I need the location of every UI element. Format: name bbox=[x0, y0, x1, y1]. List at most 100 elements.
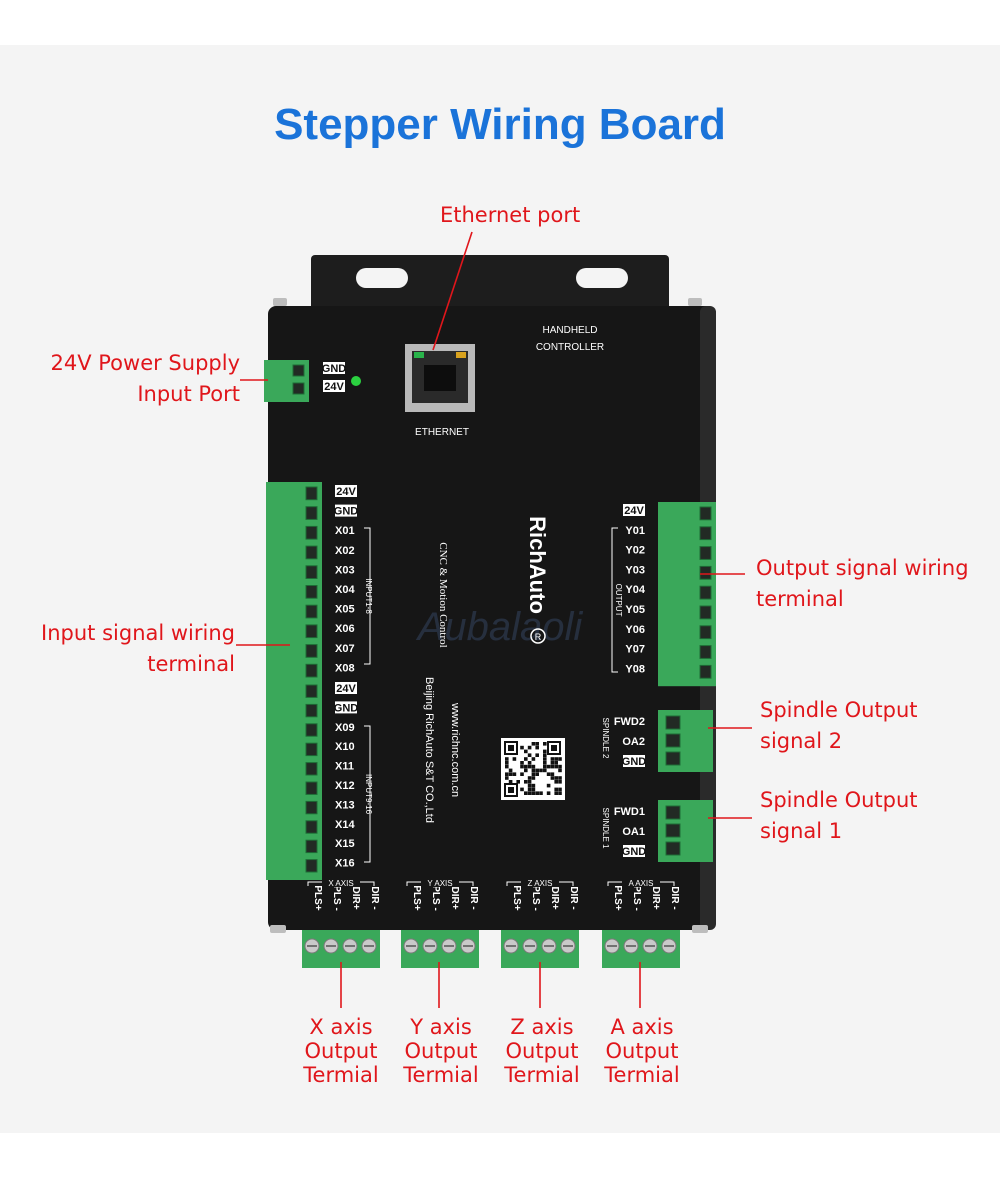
input1-terminal-slot[interactable] bbox=[305, 663, 318, 678]
input2-pin-x11: X11 bbox=[335, 761, 354, 773]
input2-group-label: INPUT9-16 bbox=[364, 774, 373, 815]
callout-axis-x: X axis Output Termial bbox=[291, 1015, 391, 1087]
input2-terminal-slot[interactable] bbox=[305, 859, 318, 873]
axis-z-pin-label: PLS - bbox=[530, 885, 541, 911]
output-terminal-slot[interactable] bbox=[699, 546, 712, 560]
power-terminal-slot[interactable] bbox=[292, 382, 305, 395]
input2-terminal-slot[interactable] bbox=[305, 820, 318, 834]
output-terminal-slot[interactable] bbox=[699, 625, 712, 640]
axis-y-pin-label: DIR+ bbox=[449, 886, 460, 909]
axis-z-pin-label: PLS+ bbox=[511, 885, 522, 910]
input1-terminal-slot[interactable] bbox=[305, 624, 318, 639]
spindle1-pin-gnd-box bbox=[623, 845, 645, 857]
spindle1-terminal-slot[interactable] bbox=[665, 841, 681, 856]
spindle1-terminal-slot[interactable] bbox=[665, 805, 681, 820]
input2-pin-24v: 24V bbox=[336, 683, 356, 695]
callout-axis-y-line2: Output bbox=[404, 1039, 478, 1063]
callout-axis-z: Z axis Output Termial bbox=[492, 1015, 592, 1087]
ethernet-label: ETHERNET bbox=[415, 427, 469, 438]
input1-terminal-slot[interactable] bbox=[305, 486, 318, 501]
output-pin-y02: Y02 bbox=[625, 545, 645, 557]
power-terminal-slot[interactable] bbox=[292, 364, 305, 377]
axis-z-pin-label: DIR - bbox=[568, 886, 579, 909]
callout-output: Output signal wiring terminal bbox=[756, 553, 996, 615]
spindle2-terminal-slot[interactable] bbox=[665, 733, 681, 748]
callout-input: Input signal wiring terminal bbox=[10, 618, 235, 680]
axis-a-pin-label: PLS - bbox=[631, 885, 642, 911]
axis-y-pin-label: PLS - bbox=[430, 885, 441, 911]
input1-terminal-slot[interactable] bbox=[305, 585, 318, 599]
input2-terminal-slot[interactable] bbox=[305, 839, 318, 854]
output-terminal-slot[interactable] bbox=[699, 664, 712, 679]
callout-spindle2-line2: signal 2 bbox=[760, 729, 843, 753]
input1-terminal-slot[interactable] bbox=[305, 525, 318, 540]
output-terminal-slot[interactable] bbox=[699, 565, 712, 580]
mounting-plate bbox=[311, 255, 669, 315]
spindle2-terminal-slot[interactable] bbox=[665, 715, 681, 730]
input1-pin-x07: X07 bbox=[335, 643, 355, 655]
output-terminal-slot[interactable] bbox=[699, 585, 712, 600]
output-pin-24v: 24V bbox=[624, 505, 644, 517]
callout-axis-x-line3: Termial bbox=[303, 1063, 379, 1087]
input2-terminal-slot[interactable] bbox=[305, 703, 318, 718]
callout-axis-y: Y axis Output Termial bbox=[391, 1015, 491, 1087]
axis-y-name-bg bbox=[421, 877, 459, 887]
spindle2-pin-gnd-box bbox=[623, 755, 645, 767]
callout-power: 24V Power Supply Input Port bbox=[20, 348, 241, 410]
input1-pin-24v-box bbox=[335, 485, 357, 497]
callout-axis-y-line3: Termial bbox=[403, 1063, 479, 1087]
spindle1-pin-oa1: OA1 bbox=[622, 826, 645, 838]
spindle2-terminal-slot[interactable] bbox=[665, 751, 681, 766]
callout-power-line2: Input Port bbox=[137, 382, 240, 406]
input2-terminal-slot[interactable] bbox=[305, 800, 318, 815]
axis-a-pin-label: DIR - bbox=[669, 886, 680, 909]
input1-terminal-slot[interactable] bbox=[305, 506, 318, 520]
input1-pin-x01: X01 bbox=[335, 525, 355, 537]
callout-axis-z-line3: Termial bbox=[504, 1063, 580, 1087]
input2-terminal-slot[interactable] bbox=[305, 742, 318, 757]
input1-pin-x03: X03 bbox=[335, 564, 355, 576]
power-led bbox=[351, 376, 361, 386]
output-terminal-slot[interactable] bbox=[699, 526, 712, 541]
output-terminal-slot[interactable] bbox=[699, 506, 712, 521]
input1-terminal-slot[interactable] bbox=[305, 565, 318, 579]
input1-terminal-slot[interactable] bbox=[305, 644, 318, 658]
board-body bbox=[268, 306, 714, 930]
input1-terminal-slot[interactable] bbox=[305, 545, 318, 560]
axis-a-name: A AXIS bbox=[629, 879, 654, 888]
input2-pin-gnd: GND bbox=[334, 702, 359, 714]
handheld-label-2: CONTROLLER bbox=[536, 342, 604, 353]
board-company: Beijing RichAuto S&T CO.,Ltd bbox=[423, 677, 435, 823]
power-pin-24v: 24V bbox=[324, 381, 344, 393]
output-pin-y04: Y04 bbox=[625, 584, 645, 596]
axis-x-name-bg bbox=[322, 877, 360, 887]
output-terminal-slot[interactable] bbox=[699, 605, 712, 620]
input2-pin-24v-box bbox=[335, 682, 357, 694]
input1-terminal-slot[interactable] bbox=[305, 604, 318, 619]
callout-spindle1: Spindle Output signal 1 bbox=[760, 785, 990, 847]
registered-mark bbox=[530, 628, 546, 644]
input2-terminal-slot[interactable] bbox=[305, 781, 318, 795]
input1-pin-gnd-box bbox=[335, 504, 357, 517]
callout-axis-x-line2: Output bbox=[304, 1039, 378, 1063]
spindle1-terminal-slot[interactable] bbox=[665, 823, 681, 838]
callout-axis-y-line1: Y axis bbox=[410, 1015, 472, 1039]
output-group-label-bracket bbox=[611, 527, 618, 673]
callout-spindle1-line1: Spindle Output bbox=[760, 788, 918, 812]
input2-terminal-slot[interactable] bbox=[305, 762, 318, 776]
callout-input-line1: Input signal wiring bbox=[41, 621, 235, 645]
input2-pin-x14: X14 bbox=[335, 819, 355, 831]
qr-code bbox=[501, 738, 565, 800]
output-terminal-slot[interactable] bbox=[699, 645, 712, 659]
input1-pin-24v: 24V bbox=[336, 486, 356, 498]
ethernet-port bbox=[405, 344, 475, 412]
input2-terminal-slot[interactable] bbox=[305, 684, 318, 698]
input2-pin-x16: X16 bbox=[335, 858, 355, 870]
input2-terminal-slot[interactable] bbox=[305, 723, 318, 737]
spindle2-pin-fwd2: FWD2 bbox=[614, 716, 645, 728]
watermark: Aubalaoli bbox=[416, 605, 584, 649]
input2-group-label-bracket bbox=[364, 725, 371, 863]
axis-a-name-bg bbox=[622, 877, 660, 887]
input1-pin-x06: X06 bbox=[335, 623, 355, 635]
